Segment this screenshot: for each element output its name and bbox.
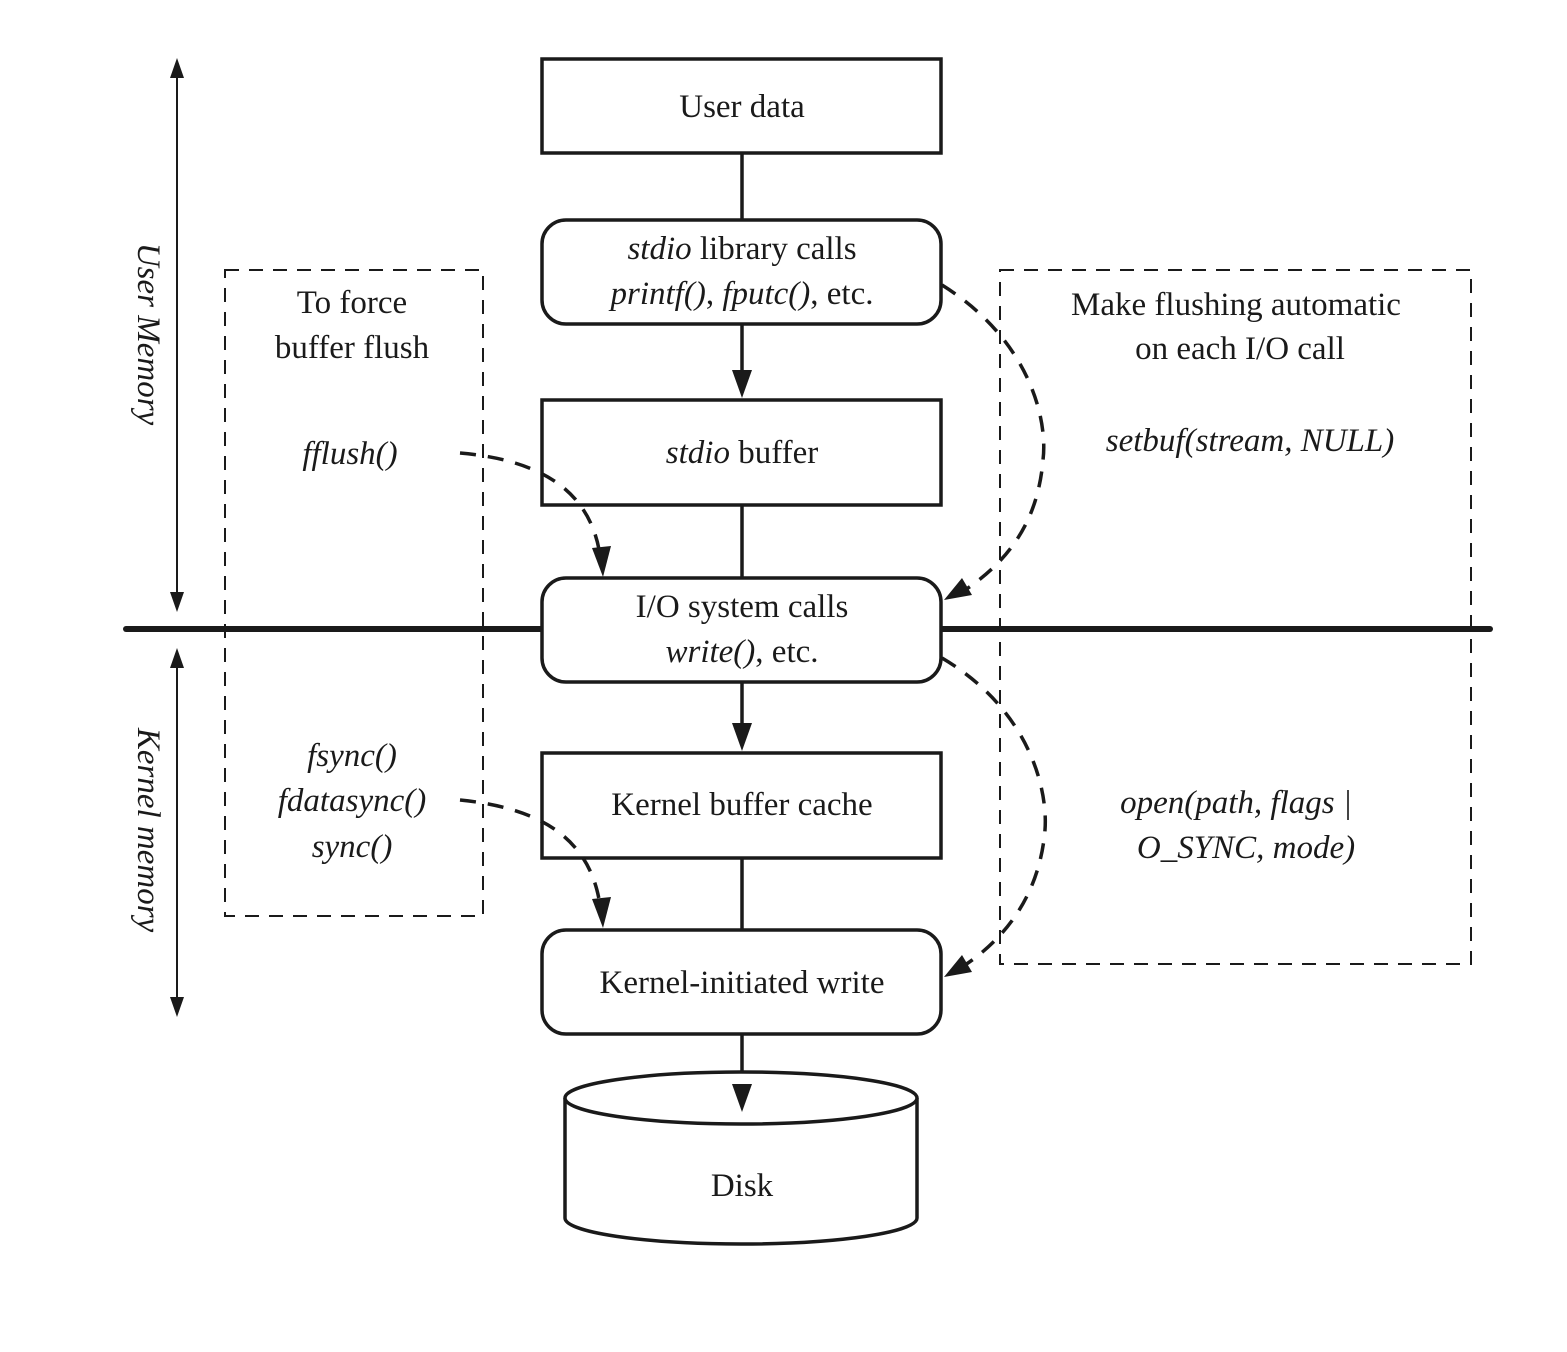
node-stdio-buffer-label: stdio buffer xyxy=(666,435,818,471)
setbuf-call: setbuf(stream, NULL) xyxy=(1106,423,1394,459)
fsync-to-kernel-write-arrow xyxy=(459,798,602,906)
right-panel-title-line2: on each I/O call xyxy=(1135,331,1345,367)
kernel-memory-range: Kernel memory xyxy=(130,648,184,1017)
fflush-call: fflush() xyxy=(302,436,397,472)
left-panel-frame xyxy=(224,269,484,917)
fdatasync-call: fdatasync() xyxy=(278,783,426,819)
right-panel-title-line1: Make flushing automatic xyxy=(1071,287,1401,323)
fflush-to-syscalls-arrow xyxy=(459,451,602,556)
arrow-up-icon xyxy=(170,58,184,78)
node-stdio-calls-line1: stdio library calls xyxy=(627,231,856,267)
node-kernel-buffer-cache-label: Kernel buffer cache xyxy=(611,787,872,823)
user-memory-label: User Memory xyxy=(130,243,166,426)
arrow-up-icon xyxy=(170,648,184,668)
disk-cylinder-icon xyxy=(563,1098,919,1246)
node-stdio-library-calls: stdio library calls printf(), fputc(), e… xyxy=(540,218,943,326)
sync-call: sync() xyxy=(312,829,393,865)
right-panel-frame xyxy=(999,269,1472,965)
node-disk: Disk xyxy=(563,1070,919,1246)
node-kernel-initiated-write: Kernel-initiated write xyxy=(540,928,943,1036)
node-user-data-label: User data xyxy=(679,89,805,125)
node-kernel-write-label: Kernel-initiated write xyxy=(600,965,885,1001)
node-stdio-calls-line2: printf(), fputc(), etc. xyxy=(608,276,873,312)
arrow-down-icon xyxy=(170,592,184,612)
node-io-syscalls-line1: I/O system calls xyxy=(636,589,849,625)
kernel-memory-label: Kernel memory xyxy=(130,727,166,933)
node-io-system-calls: I/O system calls write(), etc. xyxy=(540,576,943,684)
osync-to-kernel-write-arrow xyxy=(941,656,1048,967)
arrow-down-icon xyxy=(170,997,184,1017)
node-io-syscalls-line2: write(), etc. xyxy=(665,634,818,670)
user-memory-range: User Memory xyxy=(130,58,184,612)
left-panel-title-line1: To force xyxy=(297,285,407,321)
node-disk-label: Disk xyxy=(711,1168,774,1204)
node-stdio-buffer: stdio buffer xyxy=(540,398,943,507)
node-user-data: User data xyxy=(540,57,943,155)
open-osync-call-line2: O_SYNC, mode) xyxy=(1137,830,1355,866)
fsync-call: fsync() xyxy=(307,738,397,774)
node-kernel-buffer-cache: Kernel buffer cache xyxy=(540,751,943,860)
left-panel-title-line2: buffer flush xyxy=(275,330,430,366)
setbuf-to-syscalls-arrow xyxy=(941,283,1046,592)
open-osync-call-line1: open(path, flags | xyxy=(1120,785,1352,821)
